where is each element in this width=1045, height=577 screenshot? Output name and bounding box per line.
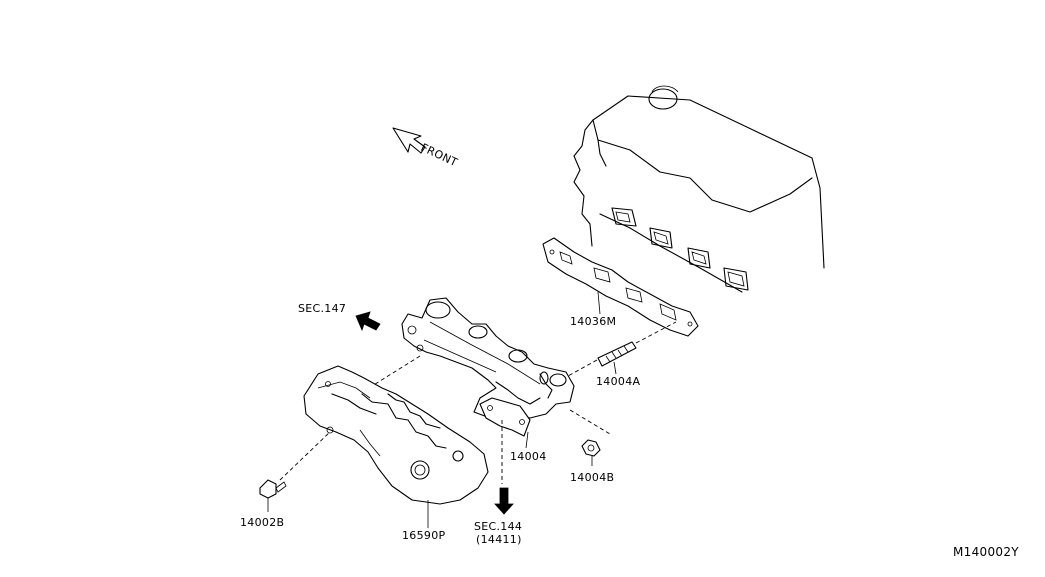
stud-dash-line xyxy=(635,321,677,344)
nut xyxy=(581,439,601,457)
stud xyxy=(597,341,637,367)
nut-label: 14004B xyxy=(570,471,614,484)
sec144-sub-label: (14411) xyxy=(476,533,522,546)
sec144-arrow-icon xyxy=(494,487,514,515)
exhaust-manifold xyxy=(401,297,575,437)
head-exhaust-ports xyxy=(611,207,749,291)
front-arrow-icon xyxy=(392,127,426,154)
manifold-leader xyxy=(525,431,529,449)
stud-label: 14004A xyxy=(596,375,640,388)
diagram-id: M140002Y xyxy=(953,545,1019,559)
heat-shield-label: 16590P xyxy=(402,529,445,542)
heat-shield xyxy=(303,365,489,505)
manifold-to-shield-dash xyxy=(371,355,421,387)
sec147-arrow-icon xyxy=(355,311,381,332)
sec147-label: SEC.147 xyxy=(298,302,346,315)
front-label: FRONT xyxy=(419,141,460,169)
cylinder-head xyxy=(573,85,825,293)
stud-leader xyxy=(613,361,617,375)
nut-dash-line xyxy=(569,409,611,435)
gasket-leader xyxy=(597,291,601,315)
bolt-dash-line xyxy=(279,431,331,481)
bolt-label: 14002B xyxy=(240,516,284,529)
manifold-gasket xyxy=(542,237,699,337)
sec144-label: SEC.144 xyxy=(474,520,522,533)
bolt xyxy=(259,479,287,499)
manifold-label: 14004 xyxy=(510,450,547,463)
gasket-label: 14036M xyxy=(570,315,616,328)
stud-to-manifold-dash xyxy=(567,359,598,377)
